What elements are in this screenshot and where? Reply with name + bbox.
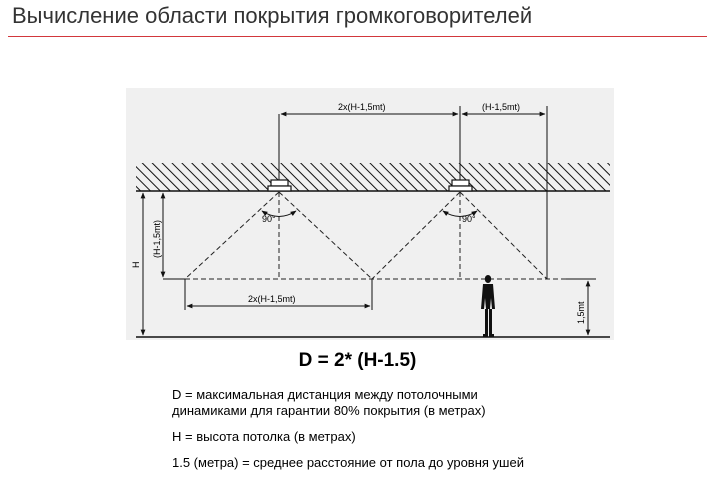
definitions: D = максимальная дистанция между потолоч… [172,387,524,481]
title-divider [8,36,707,37]
ear-height-label: 1,5mt [576,301,586,324]
speaker-right-icon [448,179,473,192]
left-drop-label: (H-1,5mt) [152,220,162,258]
ear-height-dimension [566,278,596,336]
angle-label-left: 90° [262,214,276,224]
bottom-dimension [184,279,373,310]
speaker-coverage-diagram: 90° 90° 2x(H-1,5mt) (H-1,5mt) H (H-1,5mt… [126,88,614,340]
definition-ear-height: 1.5 (метра) = среднее расстояние от пола… [172,455,524,470]
angle-arc-left [261,210,297,217]
top-span-label: 2x(H-1,5mt) [338,102,386,112]
angle-arc-right [442,210,478,217]
top-dimensions [278,106,548,279]
formula: D = 2* (H-1.5) [298,350,417,371]
bottom-span-label: 2x(H-1,5mt) [248,294,296,304]
top-half-label: (H-1,5mt) [482,102,520,112]
page-title: Вычисление области покрытия громкоговори… [12,3,533,28]
height-label: H [131,262,141,269]
person-icon [481,275,495,337]
angle-label-right: 90° [462,214,476,224]
diagram-background [126,88,614,340]
coverage-cones [184,191,566,280]
definition-h: H = высота потолка (в метрах) [172,429,356,444]
definition-d: D = максимальная дистанция между потолоч… [172,387,486,418]
left-dimensions [136,190,185,336]
ceiling [136,163,610,192]
speaker-left-icon [267,179,292,192]
